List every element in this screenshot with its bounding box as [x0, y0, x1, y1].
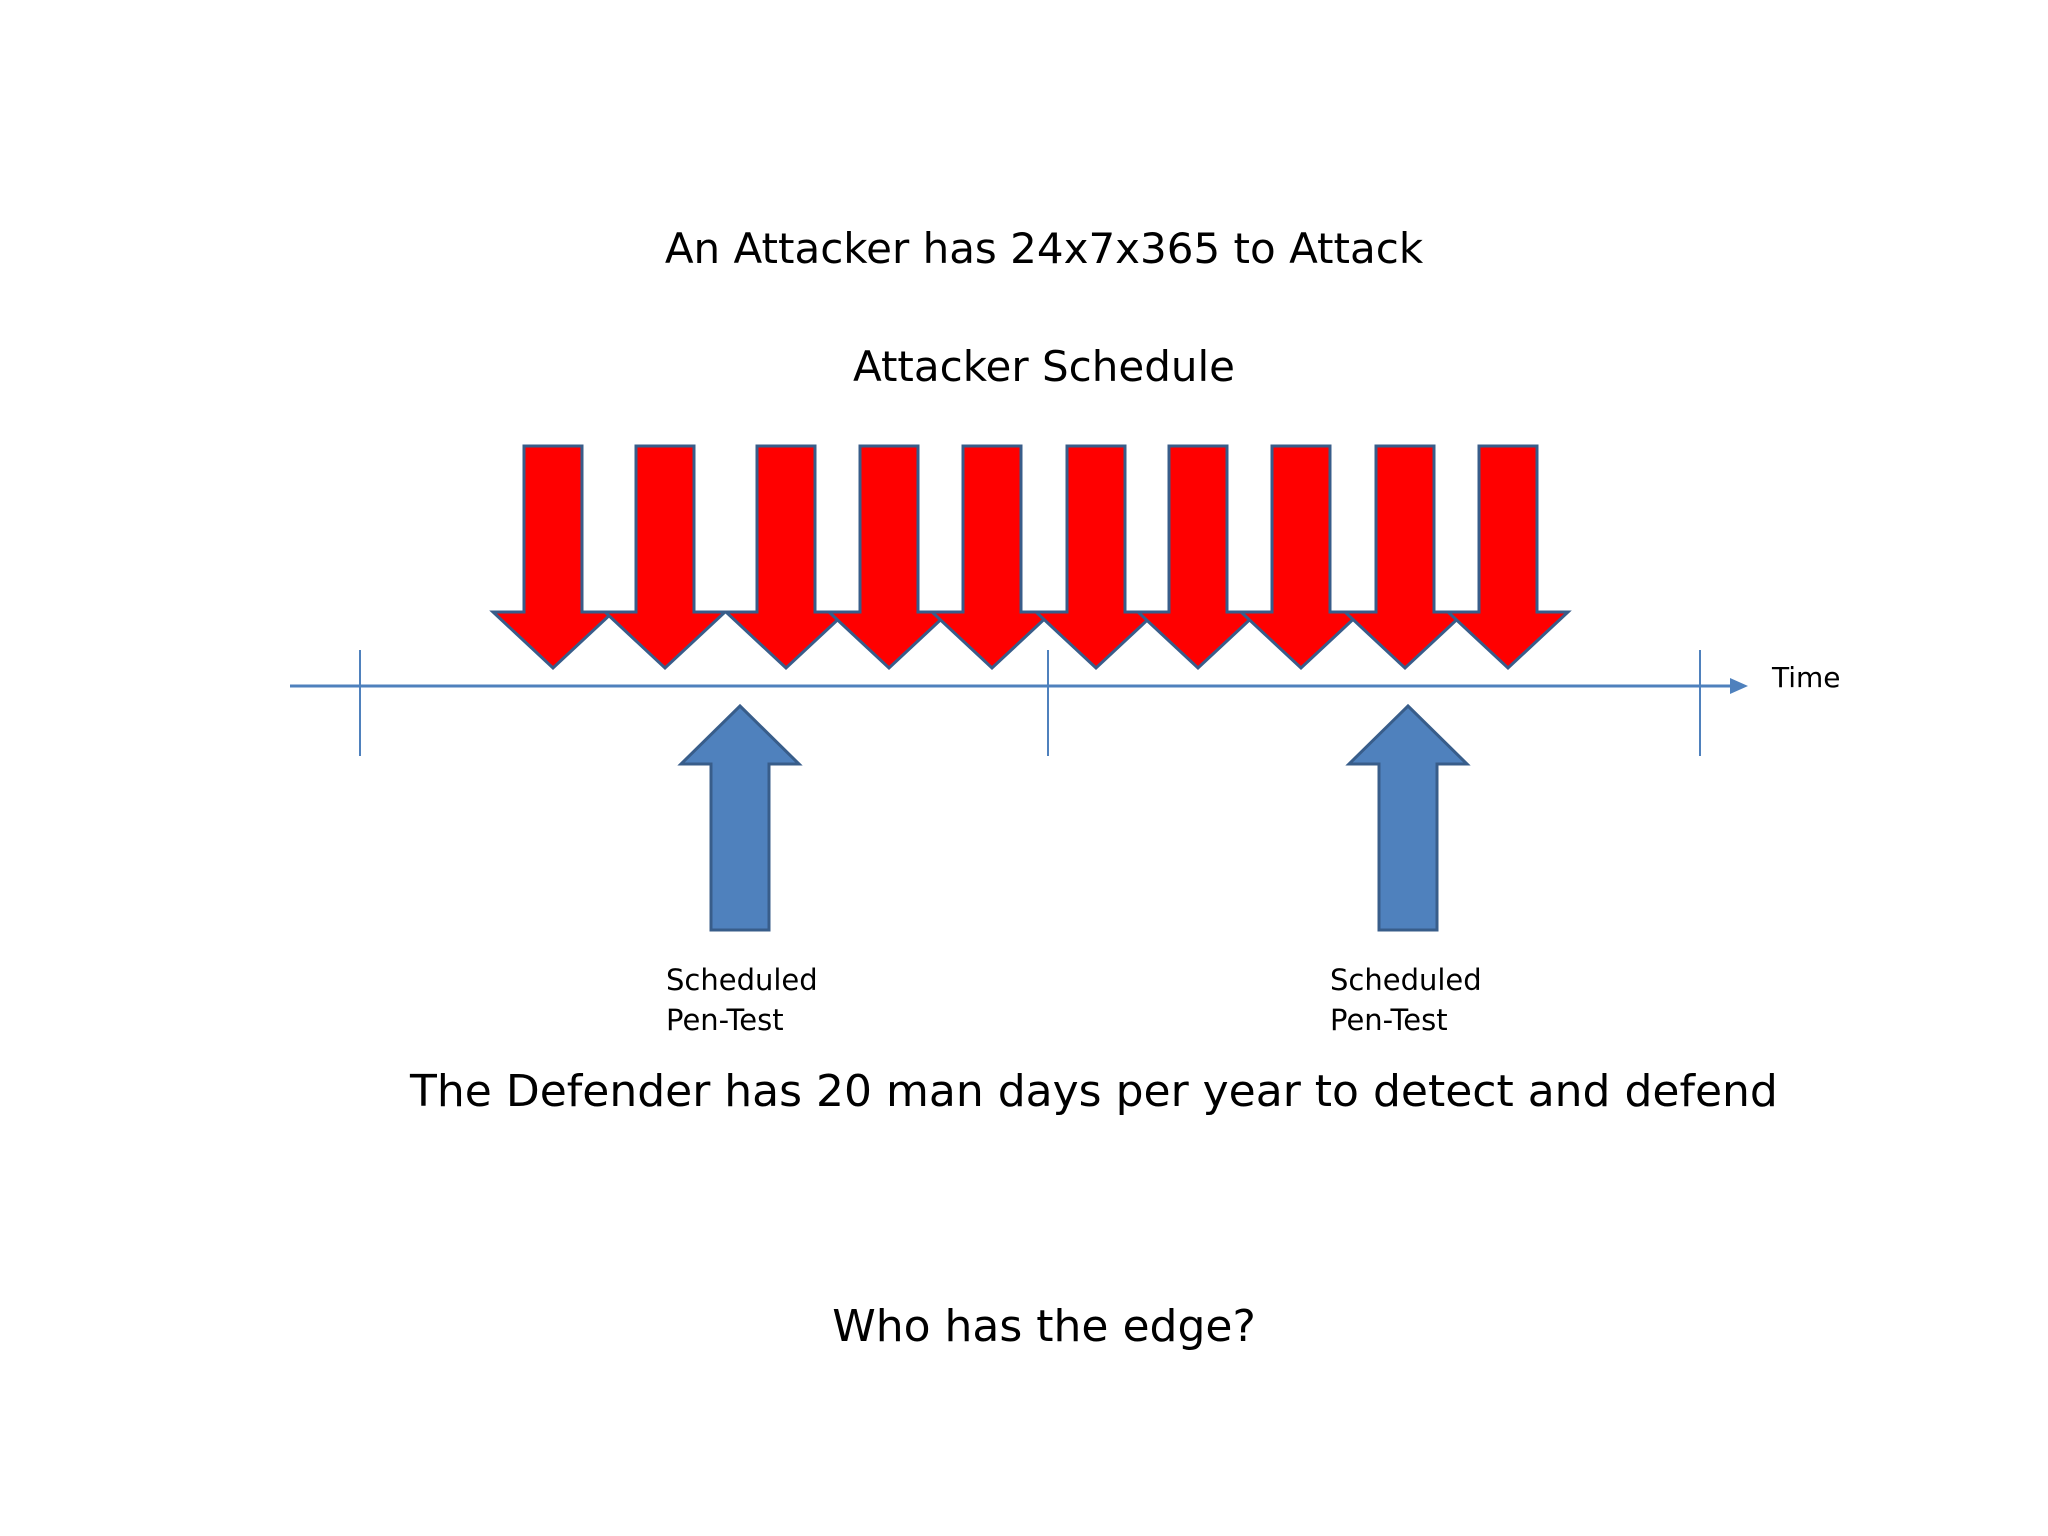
attack-arrow	[1237, 444, 1365, 671]
pentest-label-line2: Pen-Test	[1330, 1003, 1448, 1037]
attack-arrow	[825, 444, 953, 671]
pentest-label-line2: Pen-Test	[666, 1003, 784, 1037]
attack-arrow	[1134, 444, 1262, 671]
closing-question: Who has the edge?	[832, 1301, 1256, 1352]
attack-arrow	[722, 444, 850, 671]
attack-arrows-group	[489, 444, 1572, 671]
timeline-axis	[290, 650, 1748, 756]
headline: An Attacker has 24x7x365 to Attack	[664, 224, 1424, 273]
attack-arrow	[1341, 444, 1469, 671]
pentest-label-line1: Scheduled	[666, 963, 818, 997]
time-axis-label: Time	[1772, 661, 1841, 694]
pentest-label-1: Scheduled Pen-Test	[666, 960, 818, 1040]
pentest-label-line1: Scheduled	[1330, 963, 1482, 997]
pentest-label-2: Scheduled Pen-Test	[1330, 960, 1482, 1040]
attacker-schedule-title: Attacker Schedule	[852, 342, 1236, 391]
attack-arrow	[928, 444, 1056, 671]
defender-statement: The Defender has 20 man days per year to…	[410, 1066, 1778, 1117]
pentest-arrows-group	[677, 703, 1471, 932]
attack-arrow	[1032, 444, 1160, 671]
attack-arrow	[489, 444, 617, 671]
pentest-arrow	[1345, 703, 1471, 932]
attack-arrow	[601, 444, 729, 671]
attack-arrow	[1444, 444, 1572, 671]
pentest-arrow	[677, 703, 803, 932]
axis-arrowhead	[1730, 678, 1748, 694]
